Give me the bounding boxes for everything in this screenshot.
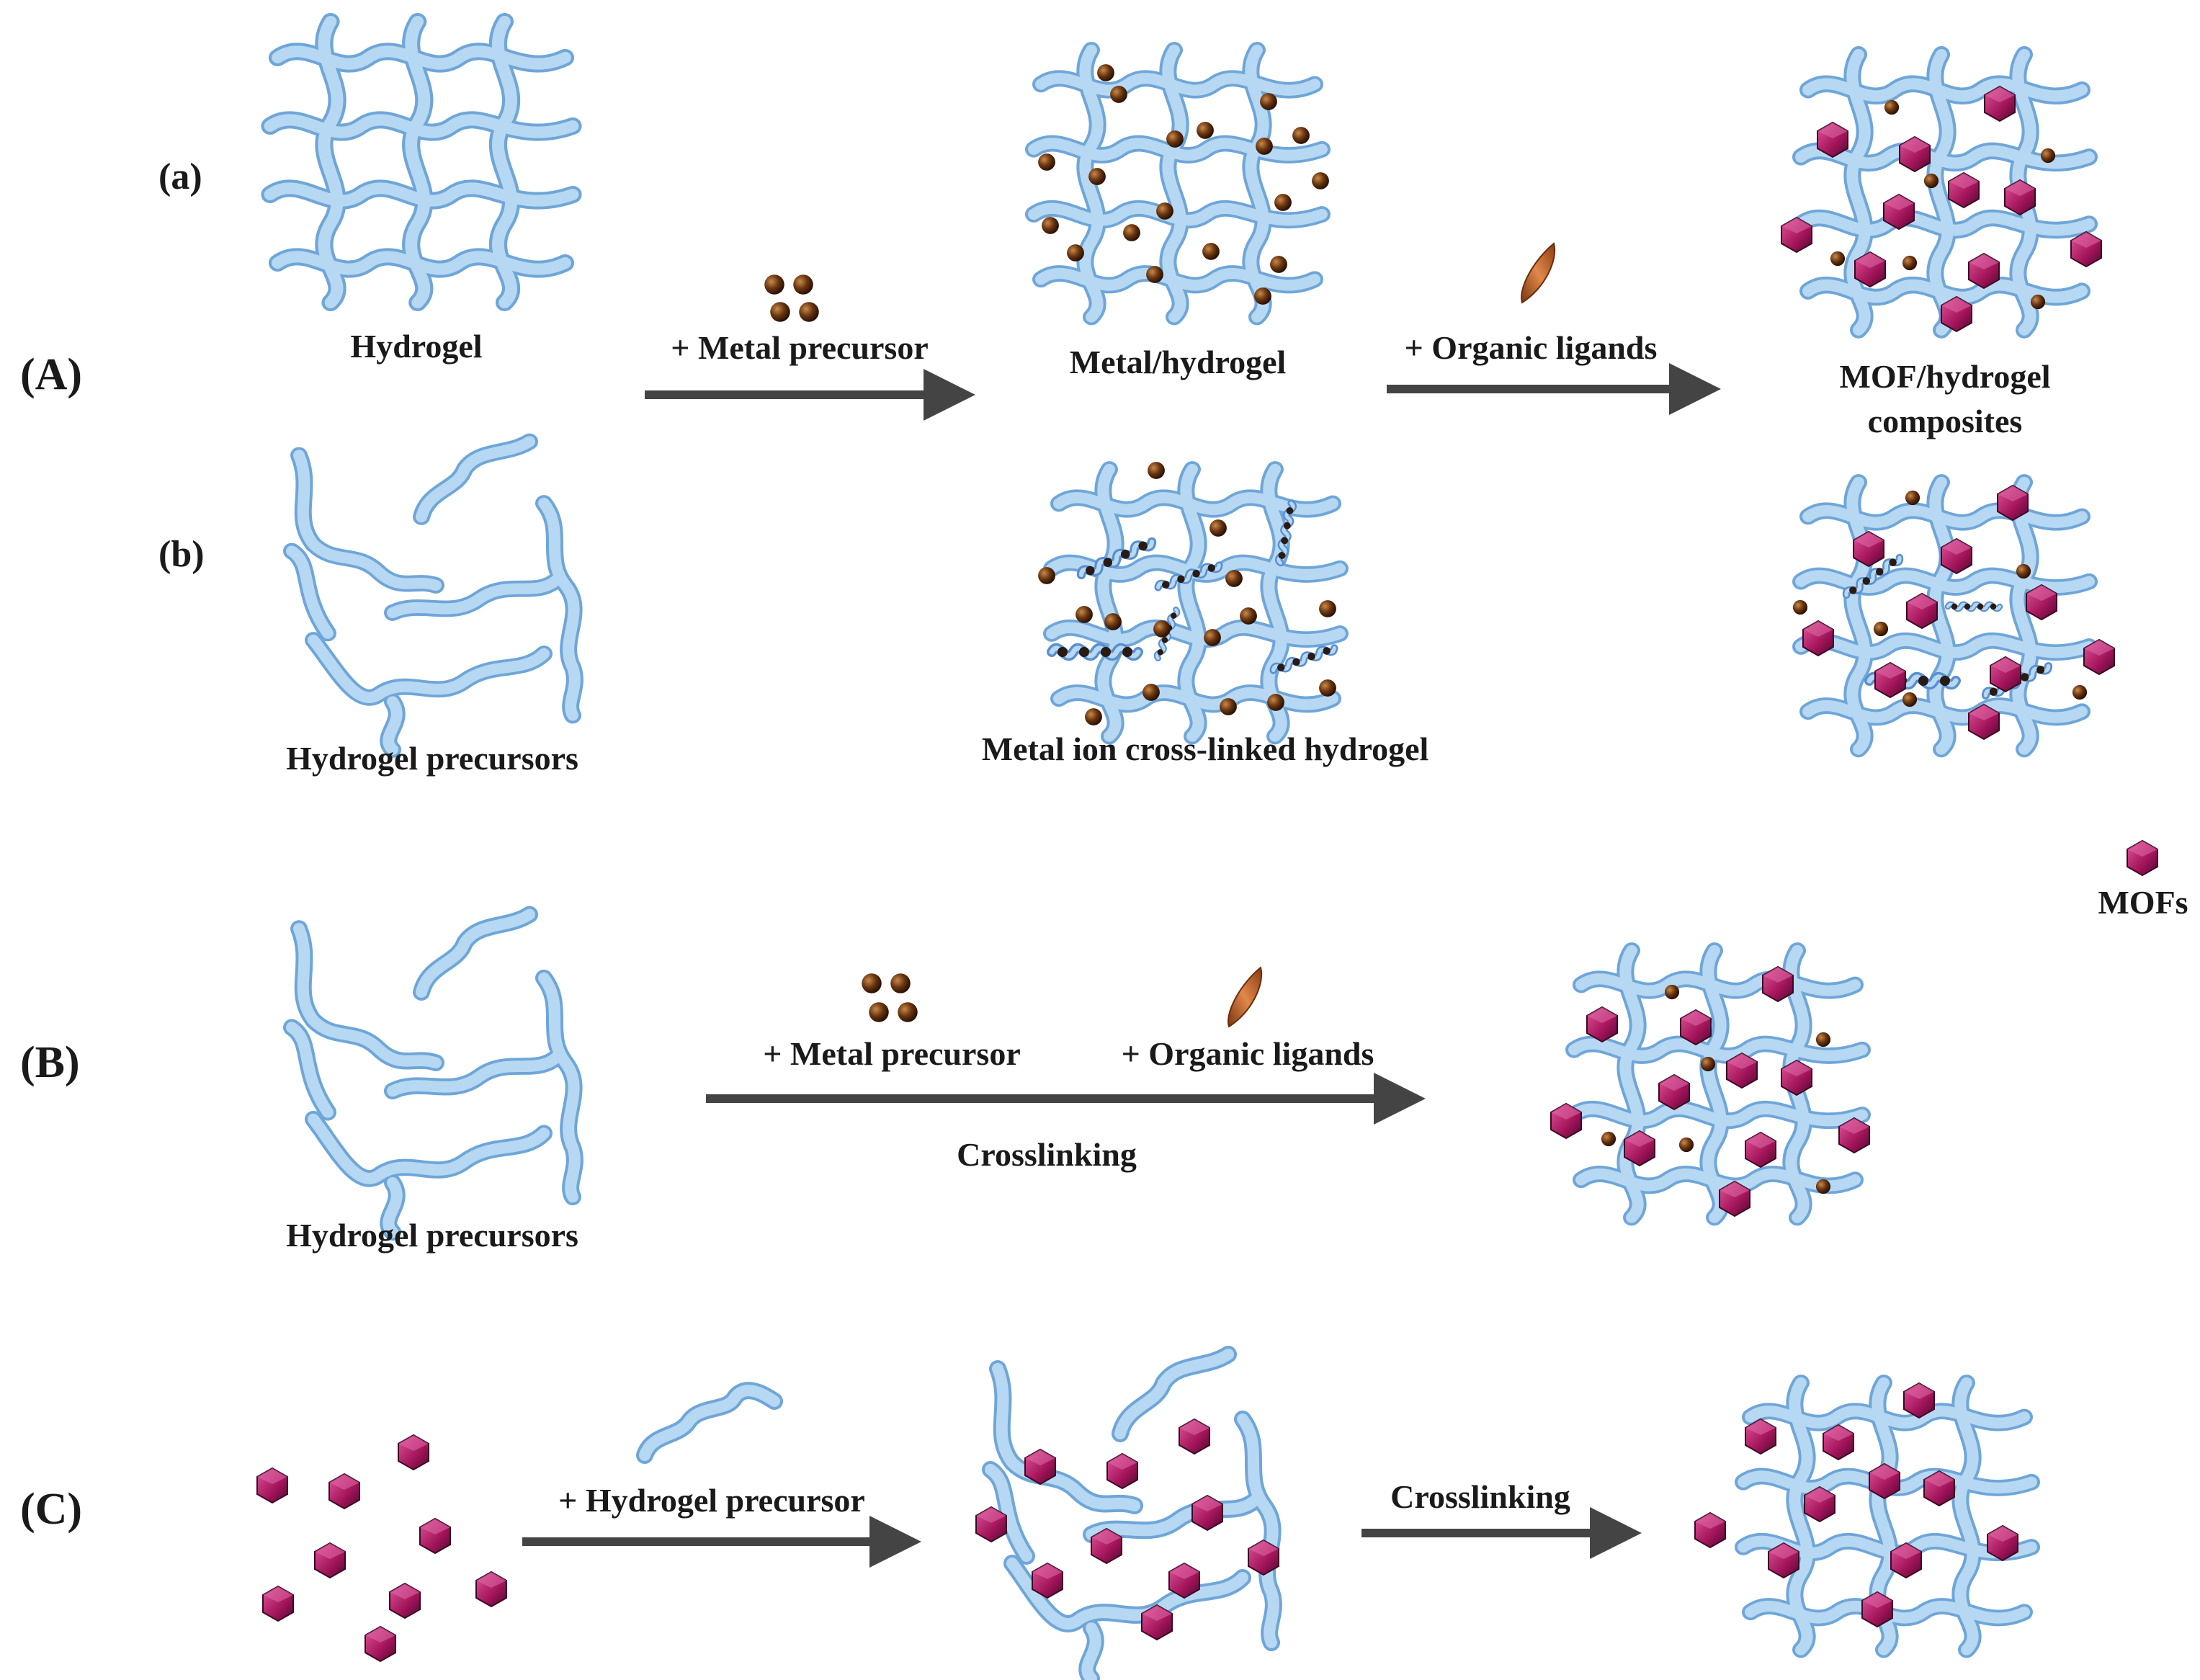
label-organic-ligands-a: + Organic ligands [1405, 329, 1658, 366]
label-mofs-legend: MOFs [2098, 884, 2188, 921]
mof-legend-icon [2127, 840, 2158, 876]
metal-ion-crosslinked-network [1052, 470, 1340, 737]
section-label-A: (A) [20, 350, 82, 399]
subsection-label-b: (b) [158, 534, 205, 575]
mof-precursor-mixture-C [991, 1354, 1274, 1679]
hydrogel-precursors-b [292, 442, 575, 750]
label-metal-precursor-a: + Metal precursor [671, 329, 928, 366]
label-hydrogel-precursor-C: + Hydrogel precursor [558, 1482, 865, 1519]
subsection-label-a: (a) [158, 156, 202, 197]
label-hydrogel: Hydrogel [350, 328, 482, 365]
organic-ligand-icon-B [1228, 967, 1263, 1027]
label-hydrogel-precursors-B: Hydrogel precursors [286, 1217, 578, 1254]
metal-hydrogel-network [1034, 50, 1322, 317]
metal-precursor-icon-B [862, 973, 918, 1022]
label-organic-ligands-B: + Organic ligands [1122, 1035, 1374, 1072]
label-metal-precursor-B: + Metal precursor [763, 1035, 1020, 1072]
hydrogel-precursor-icon-C [636, 1382, 783, 1464]
label-metal-ion-crosslinked: Metal ion cross-linked hydrogel [982, 730, 1429, 767]
hydrogel-network-a [270, 22, 573, 303]
metal-precursor-icon-a [764, 274, 819, 322]
mof-crystals-C-free [256, 1434, 507, 1662]
mof-hydrogel-network-B [1574, 951, 1862, 1218]
label-hydrogel-precursors-b: Hydrogel precursors [286, 740, 578, 777]
section-label-C: (C) [20, 1485, 82, 1534]
label-mof-hydrogel-line2: composites [1868, 403, 2023, 439]
label-mof-hydrogel-line1: MOF/hydrogel [1839, 358, 2050, 395]
label-crosslinking-C: Crosslinking [1390, 1478, 1570, 1515]
organic-ligand-icon-a [1521, 243, 1556, 303]
hydrogel-precursors-B [292, 914, 575, 1232]
label-metal-hydrogel: Metal/hydrogel [1070, 344, 1287, 380]
label-crosslinking-B: Crosslinking [957, 1136, 1137, 1173]
section-label-B: (B) [20, 1038, 80, 1087]
mof-hydrogel-network-a [1801, 55, 2089, 330]
